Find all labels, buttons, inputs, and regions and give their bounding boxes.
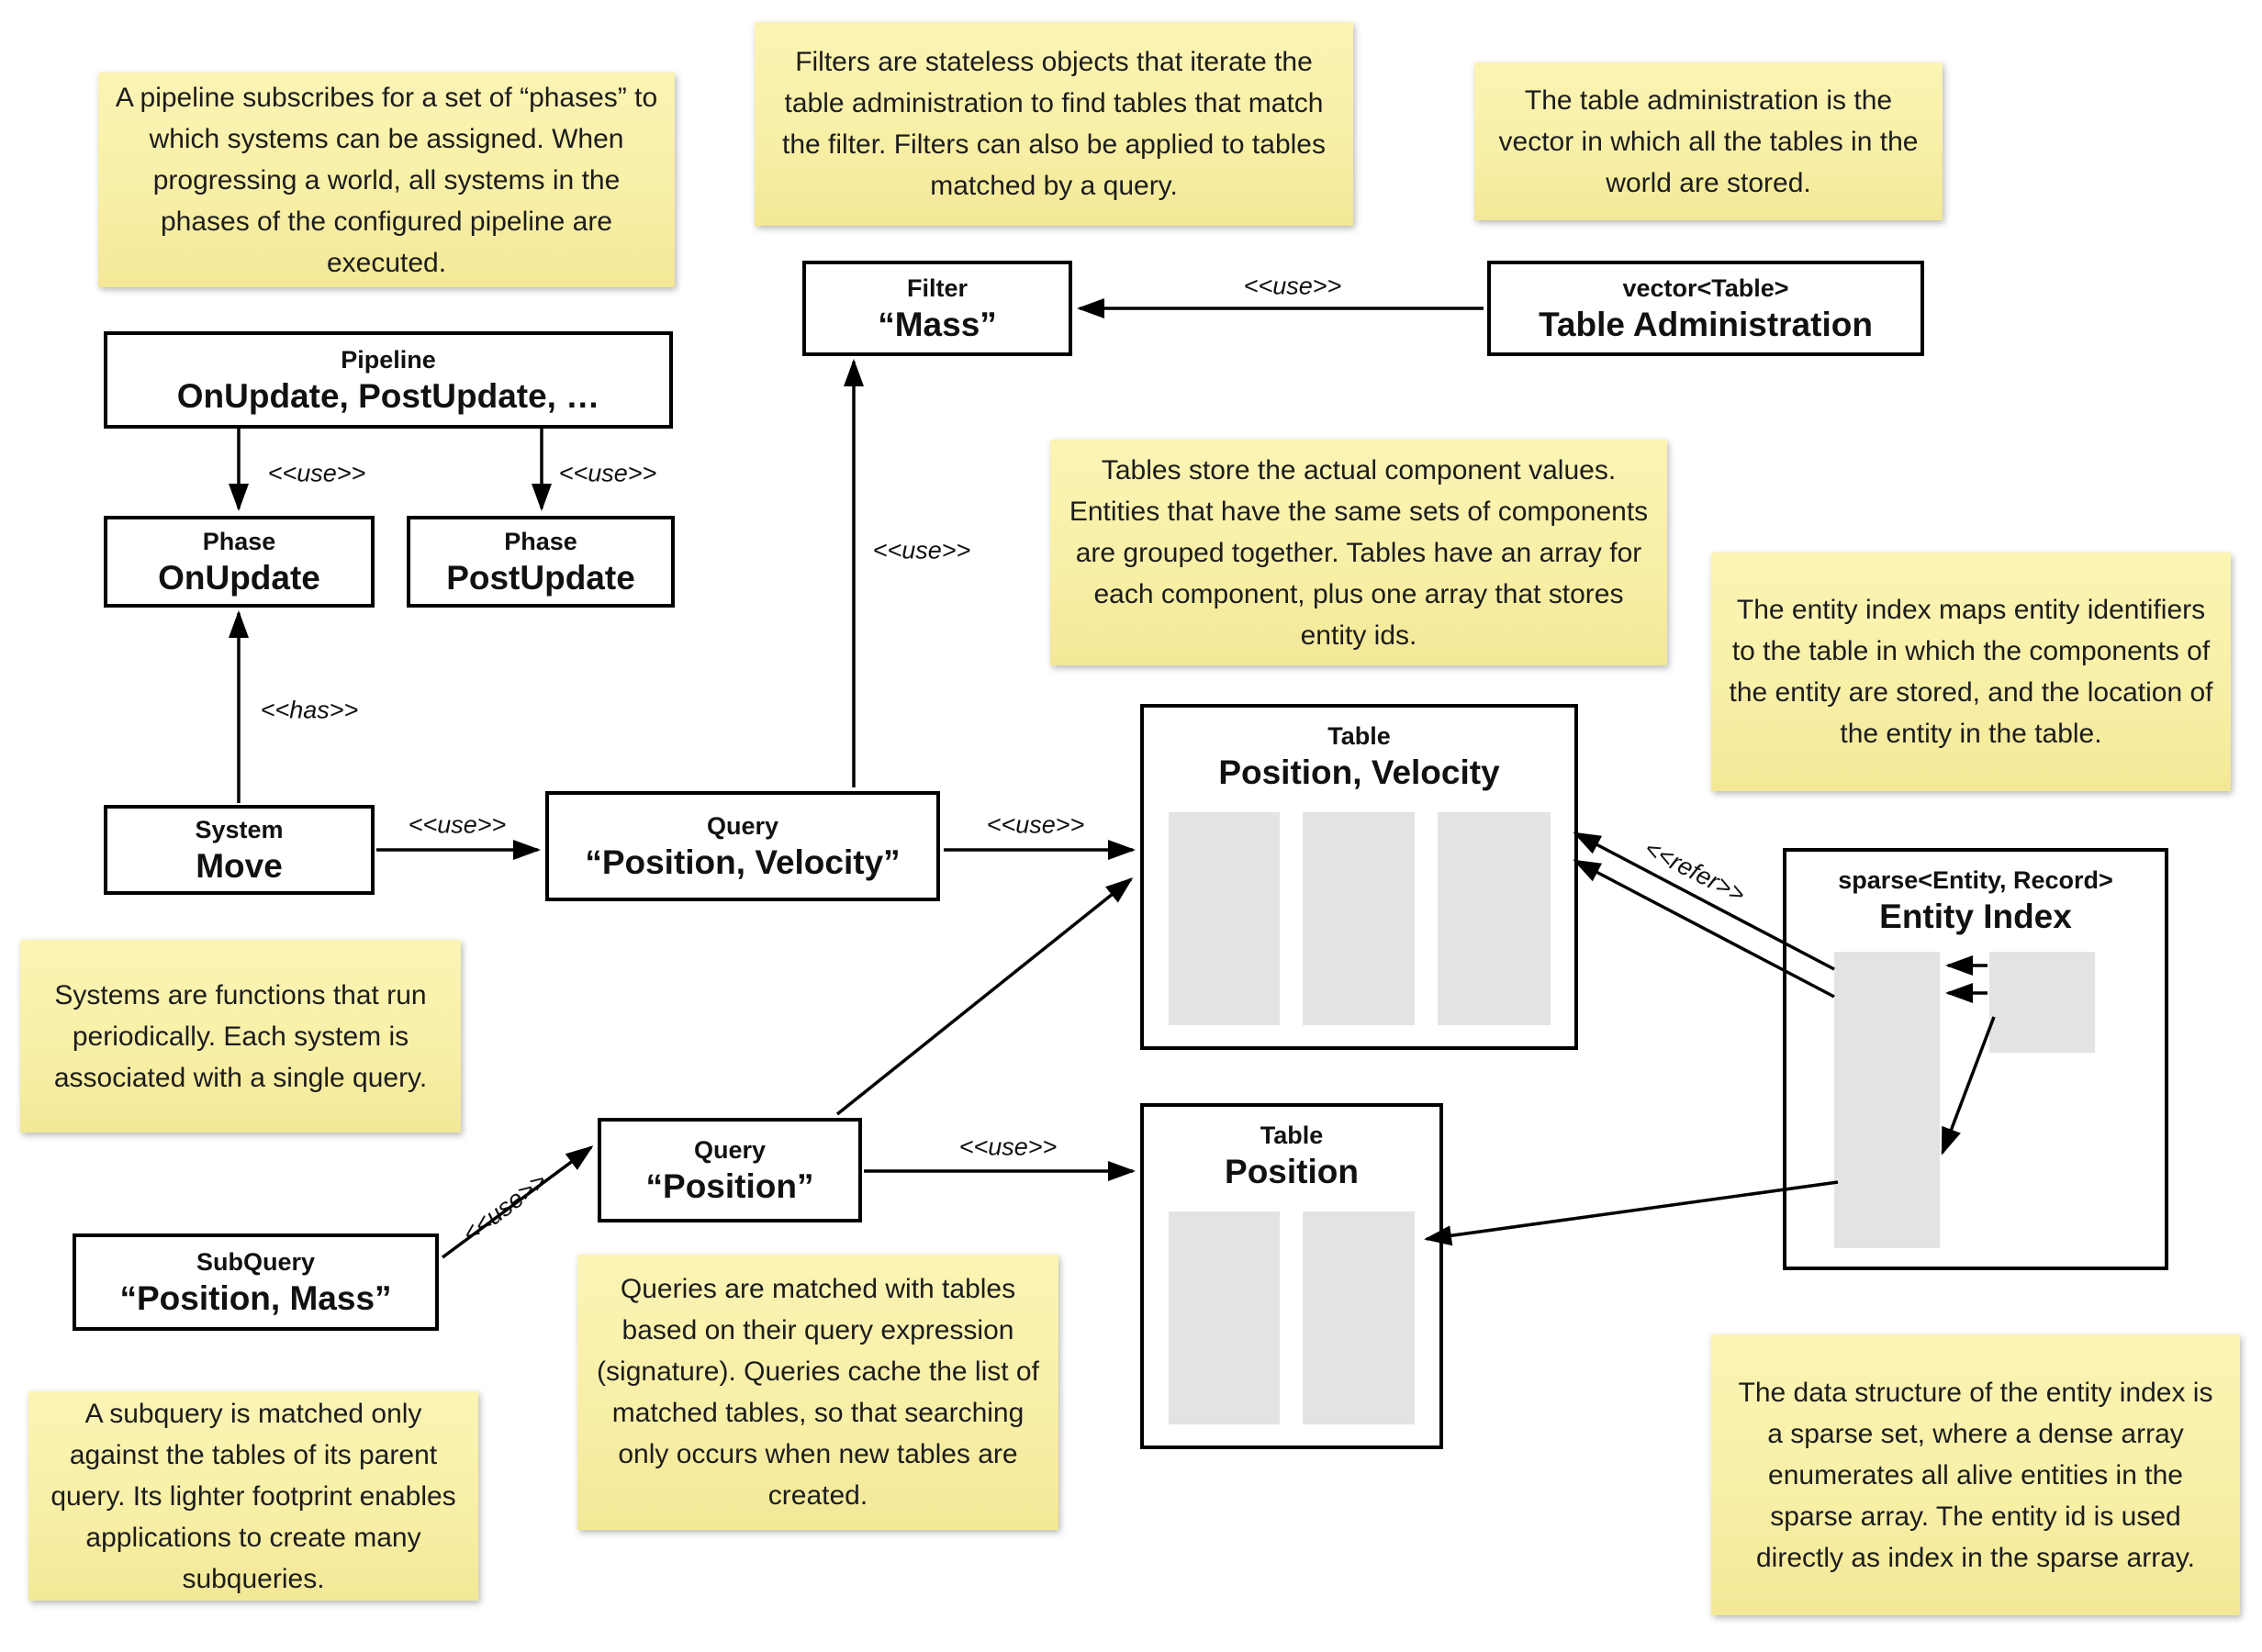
- box-table-administration-stereotype: vector<Table>: [1622, 273, 1789, 302]
- box-system-move-stereotype: System: [195, 815, 284, 843]
- arrow-entityindex-to-table-position: [1424, 1180, 1839, 1246]
- box-system-move-name: Move: [196, 846, 283, 885]
- box-subquery-name: “Position, Mass”: [119, 1278, 392, 1317]
- box-pipeline: Pipeline OnUpdate, PostUpdate, …: [104, 331, 673, 429]
- note-pipeline: A pipeline subscribes for a set of “phas…: [98, 73, 675, 287]
- edge-label-use: <<use>>: [986, 810, 1085, 839]
- note-filters: Filters are stateless objects that itera…: [755, 22, 1353, 226]
- box-query-position-name: “Position”: [645, 1166, 814, 1205]
- edge-label-has: <<has>>: [260, 696, 359, 724]
- edge-label-use: <<use>>: [267, 459, 366, 487]
- component-array-column: [1303, 1211, 1415, 1424]
- note-sparse-set: The data structure of the entity index i…: [1711, 1334, 2240, 1615]
- box-filter-mass-name: “Mass”: [878, 305, 997, 343]
- box-table-position: Table Position: [1140, 1103, 1443, 1449]
- component-array-column: [1438, 812, 1551, 1025]
- component-array-column: [1169, 812, 1280, 1025]
- box-query-position-velocity: Query “Position, Velocity”: [545, 791, 940, 901]
- note-queries: Queries are matched with tables based on…: [577, 1255, 1058, 1530]
- edge-label-use: <<use>>: [408, 810, 507, 839]
- box-query-position-velocity-name: “Position, Velocity”: [585, 843, 901, 881]
- box-phase-onupdate-stereotype: Phase: [202, 527, 276, 555]
- note-subquery: A subquery is matched only against the t…: [28, 1391, 478, 1601]
- box-table-position-velocity-name: Position, Velocity: [1218, 753, 1500, 791]
- box-pipeline-name: OnUpdate, PostUpdate, …: [176, 376, 600, 415]
- box-entity-index-stereotype: sparse<Entity, Record>: [1838, 866, 2113, 894]
- box-table-administration: vector<Table> Table Administration: [1487, 261, 1924, 356]
- box-pipeline-stereotype: Pipeline: [341, 345, 436, 374]
- box-table-administration-name: Table Administration: [1539, 305, 1873, 343]
- box-table-position-velocity: Table Position, Velocity: [1140, 704, 1578, 1050]
- note-entity-index: The entity index maps entity identifiers…: [1711, 553, 2231, 791]
- box-table-position-stereotype: Table: [1260, 1122, 1324, 1149]
- arrow-query-position-to-table-pv: [835, 877, 1134, 1116]
- note-tables: Tables store the actual component values…: [1050, 440, 1667, 665]
- box-system-move: System Move: [104, 805, 375, 895]
- box-query-position-velocity-stereotype: Query: [706, 811, 779, 840]
- sparse-array-column: [1834, 952, 1940, 1248]
- box-table-position-velocity-stereotype: Table: [1327, 722, 1391, 750]
- box-phase-onupdate-name: OnUpdate: [158, 558, 320, 597]
- edge-label-use: <<use>>: [1243, 272, 1342, 300]
- note-systems: Systems are functions that run periodica…: [20, 940, 461, 1133]
- box-phase-postupdate: Phase PostUpdate: [407, 516, 675, 608]
- box-filter-mass: Filter “Mass”: [802, 261, 1072, 356]
- box-filter-mass-stereotype: Filter: [906, 273, 968, 302]
- edge-label-use: <<use>>: [457, 1166, 553, 1248]
- box-entity-index: sparse<Entity, Record> Entity Index: [1783, 848, 2168, 1270]
- box-query-position: Query “Position”: [598, 1118, 862, 1222]
- box-query-position-stereotype: Query: [693, 1135, 767, 1164]
- box-phase-postupdate-name: PostUpdate: [446, 558, 635, 597]
- edge-label-use: <<use>>: [958, 1133, 1058, 1161]
- dense-array-block: [1989, 952, 2095, 1053]
- edge-label-use: <<use>>: [558, 459, 657, 487]
- box-phase-postupdate-stereotype: Phase: [504, 527, 577, 555]
- note-table-administration: The table administration is the vector i…: [1474, 62, 1943, 220]
- box-table-position-name: Position: [1225, 1153, 1359, 1190]
- box-entity-index-name: Entity Index: [1879, 898, 2072, 935]
- component-array-column: [1303, 812, 1415, 1025]
- edge-label-use: <<use>>: [872, 536, 971, 564]
- box-phase-onupdate: Phase OnUpdate: [104, 516, 375, 608]
- edge-label-refer: <<refer>>: [1640, 834, 1750, 909]
- box-subquery: SubQuery “Position, Mass”: [73, 1233, 439, 1331]
- box-subquery-stereotype: SubQuery: [196, 1247, 316, 1276]
- component-array-column: [1169, 1211, 1280, 1424]
